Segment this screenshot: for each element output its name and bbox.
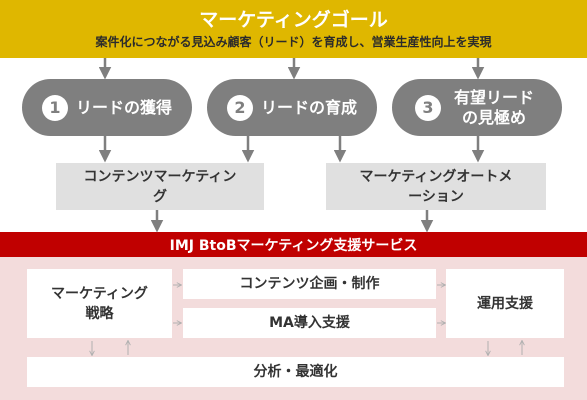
step-lead-acquisition: 1 リードの獲得 bbox=[22, 79, 192, 136]
step-lead-qualification: 3 有望リードの見極め bbox=[392, 79, 562, 136]
content-marketing-box: コンテンツマーケティング bbox=[56, 163, 264, 210]
step-label: 有望リードの見極め bbox=[453, 87, 534, 127]
step-lead-nurturing: 2 リードの育成 bbox=[207, 79, 377, 136]
operation-support-label: 運用支援 bbox=[477, 295, 533, 312]
step-label: リードの獲得 bbox=[75, 97, 172, 117]
goal-title: マーケティングゴール bbox=[199, 9, 388, 31]
content-planning-box: コンテンツ企画・制作 bbox=[183, 269, 436, 299]
step-number-badge: 1 bbox=[41, 94, 68, 121]
content-planning-label: コンテンツ企画・制作 bbox=[239, 276, 380, 292]
content-marketing-label: コンテンツマーケティング bbox=[83, 168, 237, 205]
step-label: リードの育成 bbox=[260, 97, 357, 117]
marketing-automation-box: マーケティングオートメーション bbox=[326, 163, 546, 210]
marketing-strategy-label: マーケティング戦略 bbox=[51, 285, 148, 322]
goal-banner bbox=[0, 0, 587, 58]
ma-implementation-box: MA導入支援 bbox=[183, 308, 436, 338]
analysis-optimization-label: 分析・最適化 bbox=[253, 364, 338, 380]
marketing-strategy-box: マーケティング戦略 bbox=[27, 269, 172, 338]
operation-support-box: 運用支援 bbox=[446, 269, 564, 338]
marketing-automation-label: マーケティングオートメーション bbox=[359, 168, 513, 205]
step-number-badge: 2 bbox=[226, 94, 253, 121]
analysis-optimization-box: 分析・最適化 bbox=[27, 357, 564, 387]
ma-implementation-label: MA導入支援 bbox=[269, 315, 350, 331]
step-number-badge: 3 bbox=[415, 94, 441, 121]
service-banner: IMJ BtoBマーケティング支援サービス bbox=[0, 232, 587, 257]
goal-subtitle: 案件化につながる見込み顧客（リード）を育成し、営業生産性向上を実現 bbox=[95, 35, 492, 49]
